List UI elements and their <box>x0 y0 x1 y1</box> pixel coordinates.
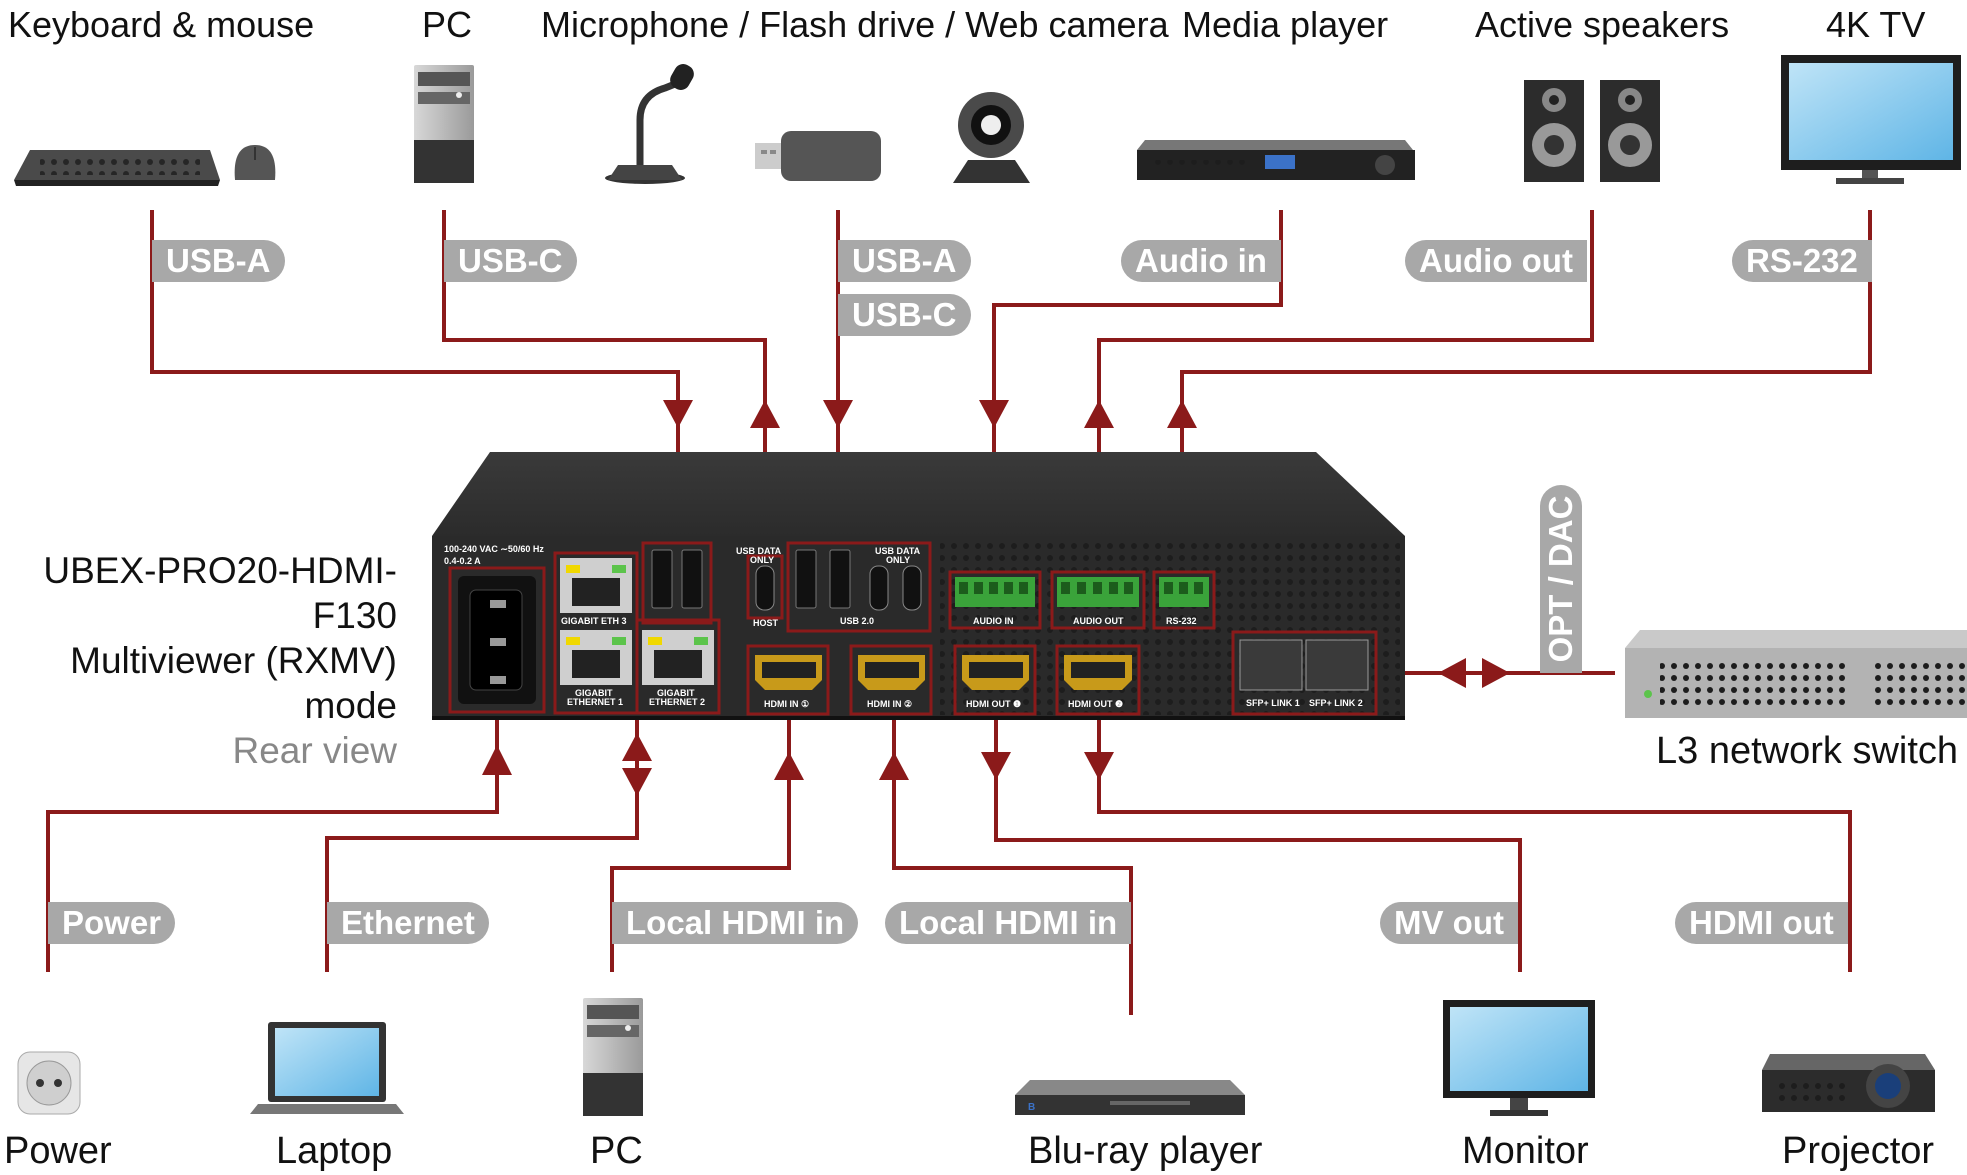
eth2-label-a: GIGABIT <box>657 688 695 698</box>
eth3-label: GIGABIT ETH 3 <box>561 616 627 626</box>
pill-usb-c-2: USB-C <box>838 294 971 336</box>
hdmi-ports: HDMI IN ① HDMI IN ② HDMI OUT ❶ HDMI OUT … <box>746 644 1141 716</box>
switch-label: L3 network switch <box>1656 730 1959 772</box>
sfp-ports: SFP+ LINK 1 SFP+ LINK 2 <box>1231 630 1378 716</box>
bluray-player-icon: B <box>1015 1080 1245 1115</box>
device-label-media-player: Media player <box>1182 4 1389 45</box>
eth1-label-a: GIGABIT <box>575 688 613 698</box>
pill-rs232: RS-232 <box>1732 240 1872 282</box>
usb-host-top: USB DATA <box>736 546 782 556</box>
laptop-icon <box>250 1022 404 1114</box>
terminal-blocks: AUDIO IN AUDIO OUT RS-232 <box>948 570 1216 630</box>
device-title: UBEX-PRO20-HDMI-F130 Multiviewer (RXMV) … <box>0 548 397 773</box>
arrowheads <box>482 400 1510 796</box>
pill-usb-a-1: USB-A <box>152 240 285 282</box>
usb-ports: USB DATA ONLY HOST USB DATA ONLY USB 2.0 <box>641 541 932 633</box>
device-label-speakers: Active speakers <box>1475 4 1730 45</box>
eth2-label-b: ETHERNET 2 <box>649 697 705 707</box>
device-label-power: Power <box>4 1130 112 1172</box>
audio-in-label: AUDIO IN <box>973 616 1014 626</box>
device-label-bluray: Blu-ray player <box>1028 1130 1263 1172</box>
network-switch-icon <box>1625 630 1967 718</box>
power-current-text: 0.4-0.2 A <box>444 556 481 566</box>
pill-usb-a-2: USB-A <box>838 240 971 282</box>
line-media-player <box>992 210 1283 418</box>
microphone-icon <box>605 64 694 184</box>
media-player-icon <box>1137 140 1415 180</box>
pc-tower-icon <box>414 65 474 183</box>
web-camera-icon <box>953 92 1030 183</box>
pc-tower-bottom-icon <box>583 998 643 1116</box>
usb-data-only-b: ONLY <box>886 555 910 565</box>
device-label-tv: 4K TV <box>1826 4 1926 45</box>
speakers-icon <box>1524 80 1660 182</box>
hdmi-in-1-label: HDMI IN ① <box>764 699 809 709</box>
sfp2-label: SFP+ LINK 2 <box>1309 698 1363 708</box>
tv-icon <box>1781 55 1961 184</box>
usb-host-label: HOST <box>753 618 779 628</box>
eth1-label-b: ETHERNET 1 <box>567 697 623 707</box>
svg-text:B: B <box>1028 1102 1035 1113</box>
pill-hdmi-in-1: Local HDMI in <box>612 902 859 944</box>
pill-ethernet: Ethernet <box>327 902 489 944</box>
power-socket-icon <box>17 1051 81 1115</box>
device-label-keyboard: Keyboard & mouse <box>8 4 315 45</box>
rs232-label: RS-232 <box>1166 616 1197 626</box>
audio-out-label: AUDIO OUT <box>1073 616 1124 626</box>
line-tv <box>1180 210 1872 420</box>
pill-usb-c-1: USB-C <box>444 240 577 282</box>
power-rating-text: 100-240 VAC ∼50/60 Hz <box>444 544 544 554</box>
pill-hdmi-out: HDMI out <box>1675 902 1848 944</box>
line-keyboard <box>150 210 680 418</box>
usb-data-only-a: USB DATA <box>875 546 921 556</box>
mode-name: Multiviewer (RXMV) mode <box>70 640 397 726</box>
device-label-pc-bottom: PC <box>590 1130 643 1172</box>
device-label-pc-top: PC <box>422 4 473 45</box>
monitor-icon <box>1443 1000 1595 1116</box>
line-speakers <box>1097 210 1594 420</box>
hdmi-out-2-label: HDMI OUT ❷ <box>1068 699 1123 709</box>
hdmi-in-2-label: HDMI IN ② <box>867 699 912 709</box>
usb20-label: USB 2.0 <box>840 616 874 626</box>
pill-power: Power <box>48 902 176 944</box>
device-label-monitor: Monitor <box>1462 1130 1589 1172</box>
device-label-peripherals: Microphone / Flash drive / Web camera <box>541 4 1169 45</box>
hdmi-out-1-label: HDMI OUT ❶ <box>966 699 1021 709</box>
device-label-projector: Projector <box>1782 1130 1935 1172</box>
flash-drive-icon <box>755 131 881 181</box>
keyboard-mouse-icon <box>14 145 276 186</box>
pill-mv-out: MV out <box>1380 902 1518 944</box>
projector-icon <box>1762 1054 1935 1112</box>
opt-dac-pill: OPT / DAC <box>1540 485 1582 673</box>
view-name: Rear view <box>232 730 398 771</box>
ethernet-ports: GIGABIT ETH 3 GIGABIT ETHERNET 1 GIGABIT… <box>553 551 721 715</box>
opt-dac-label: OPT / DAC <box>1542 495 1579 663</box>
pill-audio-out: Audio out <box>1405 240 1587 282</box>
pill-audio-in: Audio in <box>1121 240 1281 282</box>
sfp1-label: SFP+ LINK 1 <box>1246 698 1300 708</box>
usb-host-top2: ONLY <box>750 555 774 565</box>
power-inlet: 100-240 VAC ∼50/60 Hz 0.4-0.2 A <box>444 544 546 714</box>
model-name: UBEX-PRO20-HDMI-F130 <box>43 550 397 636</box>
pill-hdmi-in-2: Local HDMI in <box>885 902 1132 944</box>
device-label-laptop: Laptop <box>276 1130 393 1172</box>
